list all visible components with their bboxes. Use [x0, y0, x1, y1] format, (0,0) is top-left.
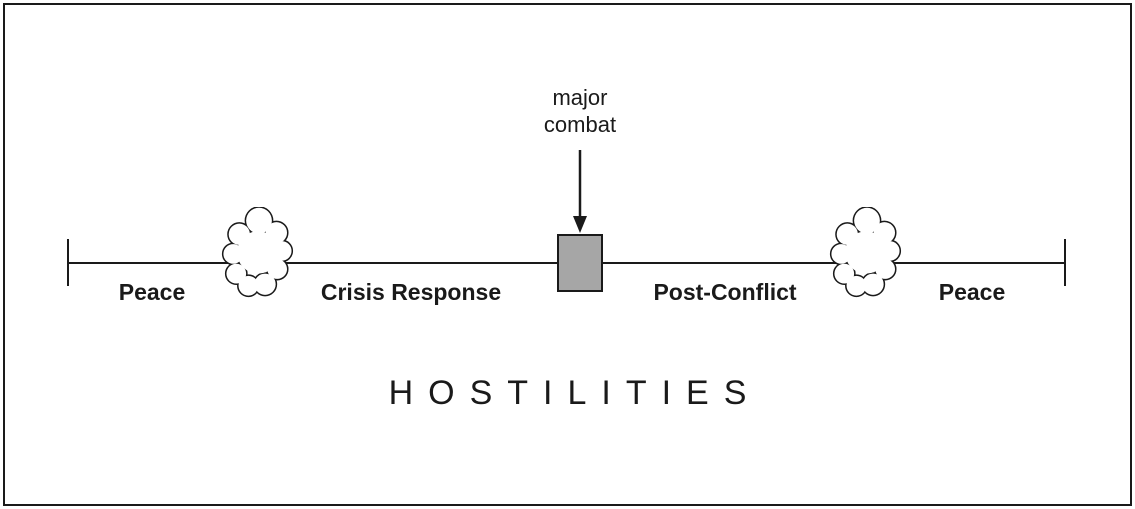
phase-label-crisis-response: Crisis Response [320, 279, 502, 305]
cloud-icon-left [221, 207, 294, 298]
major-combat-box [557, 234, 603, 292]
phase-label-peace-pre: Peace [118, 279, 186, 305]
major-combat-label-line1: major [552, 85, 608, 110]
timeline-tick-left [67, 239, 69, 286]
hostilities-label: HOSTILITIES [388, 374, 762, 412]
major-combat-label-line2: combat [543, 112, 617, 137]
down-arrow-icon [573, 150, 587, 233]
timeline-tick-right [1064, 239, 1066, 286]
major-combat-label: major combat [500, 84, 660, 138]
phase-label-post-conflict: Post-Conflict [653, 279, 797, 305]
cloud-icon-right [829, 207, 902, 298]
phase-label-peace-post: Peace [938, 279, 1006, 305]
